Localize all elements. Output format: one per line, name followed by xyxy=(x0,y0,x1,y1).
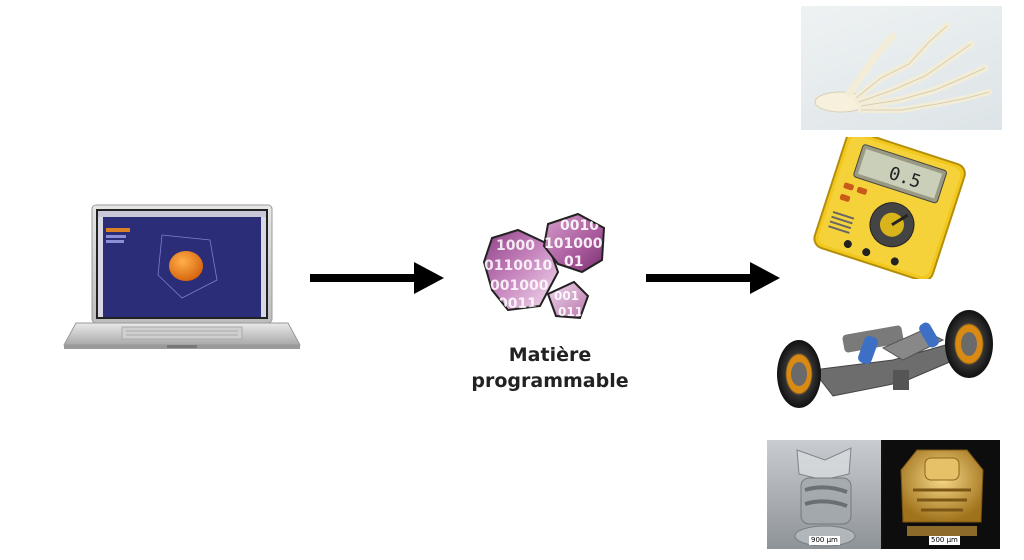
blob-digits-line: 0010 xyxy=(560,218,599,234)
programmable-matter-caption: Matière programmable xyxy=(455,342,645,394)
car-chassis-print xyxy=(773,300,1001,422)
multimeter-print: 0.5 xyxy=(801,137,977,279)
arrow-right-icon xyxy=(310,262,444,294)
blob-digits-line: 001 xyxy=(554,289,579,303)
blob-digits-line: 1010001 xyxy=(544,236,612,252)
blob-digits-line: 01 xyxy=(564,254,583,270)
blob-digits-line: 001000 xyxy=(490,278,549,294)
car-chassis-icon xyxy=(777,310,993,408)
blob-digits-line: 0110010 xyxy=(484,258,552,274)
scale-bar-left: 900 µm xyxy=(809,536,840,545)
blob-digits-line: 011 xyxy=(558,305,583,319)
multimeter-icon: 0.5 xyxy=(813,137,966,279)
caption-line-1: Matière xyxy=(508,344,592,366)
blob-digits-line: 1000 xyxy=(496,238,535,254)
hand-skeleton-icon xyxy=(814,22,992,113)
hand-skeleton-print xyxy=(801,6,1002,130)
programmable-matter-icon: 1000 0110010 001000 0011 0010 1010001 01… xyxy=(482,212,612,320)
scale-bar-right: 500 µm xyxy=(929,536,960,545)
micro-structures-print: 900 µm 500 µm xyxy=(767,440,1000,549)
caption-line-2: programmable xyxy=(471,370,629,392)
laptop-cad-icon xyxy=(63,204,301,349)
arrow-right-icon xyxy=(646,262,780,294)
blob-digits-line: 0011 xyxy=(498,296,537,312)
micro-structures-icon xyxy=(767,440,1000,549)
